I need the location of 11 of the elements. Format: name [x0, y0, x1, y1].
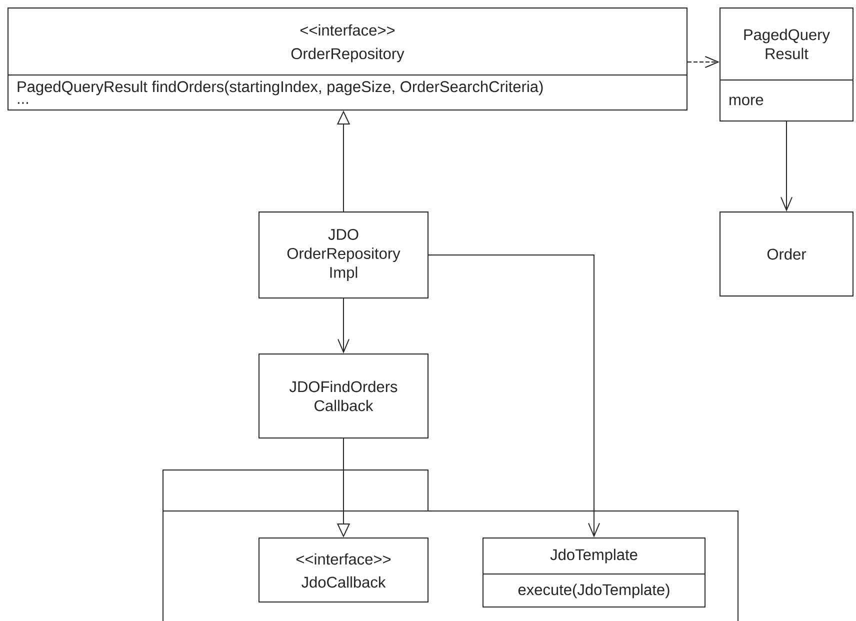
arrow [428, 254, 600, 538]
interface-box: <<interface>> JdoCallback [258, 538, 428, 602]
class-box: Order [720, 212, 854, 296]
class-box: JDO OrderRepository Impl [258, 212, 428, 298]
class-box: PagedQuery Result more [720, 8, 854, 122]
interface-box: <<interface>> OrderRepository PagedQueryResult findOrders(startingIndex, pageSize, OrderSearchCriteria) ... [8, 8, 688, 110]
arrow [338, 298, 350, 354]
arrow [687, 56, 720, 68]
arrow [780, 121, 792, 212]
class-box: JdoTemplate execute(JdoTemplate) [482, 538, 706, 608]
class-box: JDOFindOrders Callback [258, 354, 428, 438]
